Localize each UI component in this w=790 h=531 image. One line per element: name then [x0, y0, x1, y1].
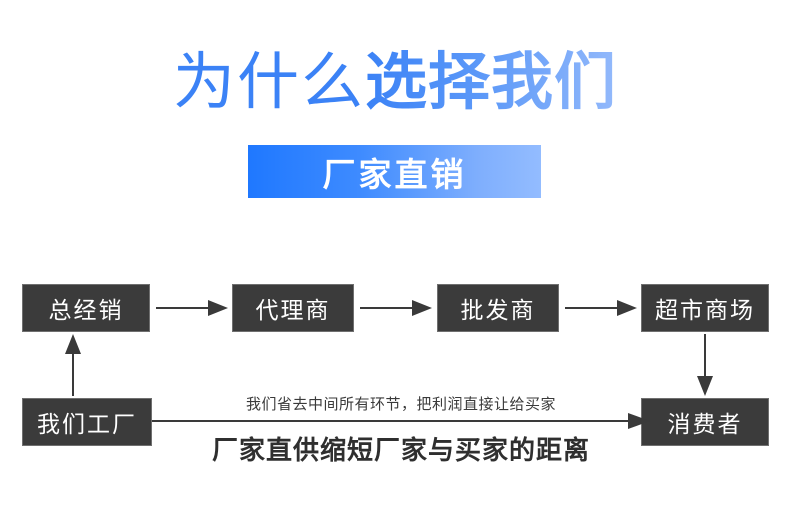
arrow-up-icon-factory-to-distributor	[65, 334, 81, 396]
arrow-right-icon-2	[360, 300, 432, 316]
page-title-bold-part: 选择我们	[365, 48, 618, 117]
flow-box-supermarket: 超市商场	[641, 284, 769, 332]
flow-box-consumer: 消费者	[641, 398, 769, 446]
factory-direct-banner: 厂家直销	[248, 145, 541, 198]
flow-box-our-factory: 我们工厂	[22, 398, 152, 446]
page-title: 为什么选择我们	[0, 52, 790, 114]
bottom-slogan-text: 厂家直供缩短厂家与买家的距离	[211, 435, 590, 465]
flow-box-wholesaler: 批发商	[437, 284, 559, 332]
flow-box-agent: 代理商	[232, 284, 354, 332]
arrow-right-icon-factory-to-consumer	[152, 413, 650, 429]
arrow-right-icon-1	[156, 300, 228, 316]
banner-label: 厂家直销	[322, 155, 467, 193]
arrow-down-icon-supermarket-to-consumer	[697, 334, 713, 396]
flow-box-general-distributor: 总经销	[22, 284, 150, 332]
middle-note-text: 我们省去中间所有环节，把利润直接让给买家	[245, 396, 556, 413]
page-title-thin-part: 为什么	[172, 48, 365, 117]
arrow-right-icon-3	[565, 300, 637, 316]
